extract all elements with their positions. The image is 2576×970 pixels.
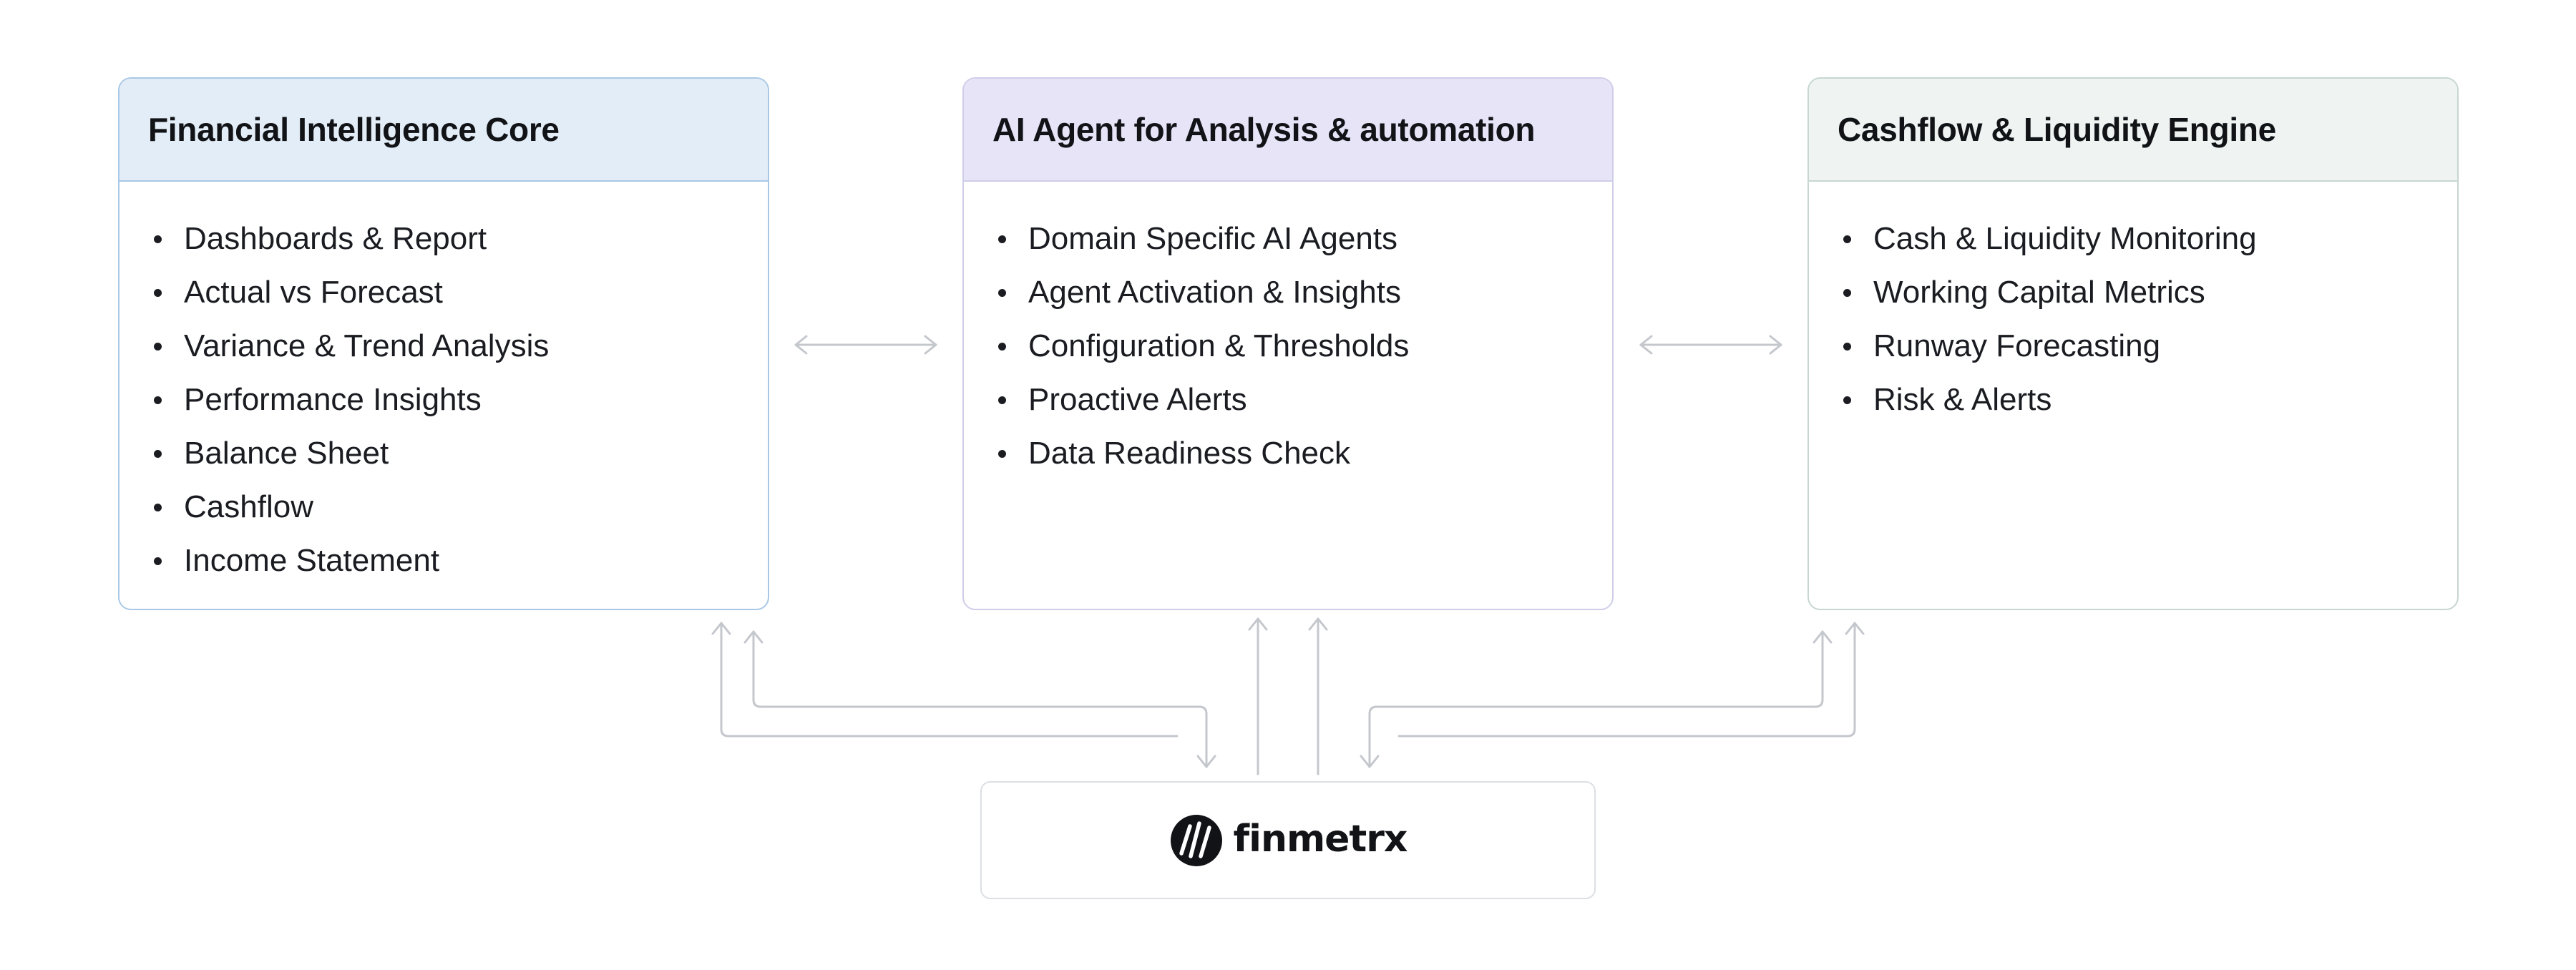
arrow-middle-card-to-logo — [1308, 617, 1328, 775]
arrow-logo-to-left-card — [711, 622, 1179, 738]
card-item-list: Domain Specific AI Agents Agent Activati… — [964, 182, 1612, 480]
finmetrx-logo-box: finmetrx — [980, 781, 1596, 899]
list-item: Working Capital Metrics — [1838, 265, 2457, 319]
card-title: AI Agent for Analysis & automation — [964, 79, 1612, 182]
list-item: Configuration & Thresholds — [992, 319, 1612, 373]
card-item-list: Dashboards & Report Actual vs Forecast V… — [119, 182, 768, 587]
list-item: Proactive Alerts — [992, 373, 1612, 426]
card-title: Financial Intelligence Core — [119, 79, 768, 182]
list-item: Income Statement — [148, 534, 768, 587]
list-item: Variance & Trend Analysis — [148, 319, 768, 373]
arrow-right-card-to-logo — [1360, 630, 1833, 768]
arrow-logo-to-right-card — [1397, 622, 1865, 738]
list-item: Runway Forecasting — [1838, 319, 2457, 373]
bidirectional-arrow-middle-right — [1639, 335, 1782, 355]
list-item: Cashflow — [148, 480, 768, 534]
list-item: Actual vs Forecast — [148, 265, 768, 319]
card-cashflow-liquidity-engine: Cashflow & Liquidity Engine Cash & Liqui… — [1807, 77, 2459, 610]
card-title: Cashflow & Liquidity Engine — [1809, 79, 2457, 182]
list-item: Data Readiness Check — [992, 426, 1612, 480]
card-ai-agent: AI Agent for Analysis & automation Domai… — [962, 77, 1614, 610]
list-item: Domain Specific AI Agents — [992, 212, 1612, 265]
bidirectional-arrow-left-middle — [794, 335, 937, 355]
card-financial-intelligence-core: Financial Intelligence Core Dashboards &… — [118, 77, 769, 610]
list-item: Cash & Liquidity Monitoring — [1838, 212, 2457, 265]
finmetrx-logo-icon — [1170, 814, 1222, 866]
list-item: Dashboards & Report — [148, 212, 768, 265]
list-item: Balance Sheet — [148, 426, 768, 480]
arrow-logo-to-middle-card — [1248, 617, 1268, 775]
card-item-list: Cash & Liquidity Monitoring Working Capi… — [1809, 182, 2457, 426]
list-item: Agent Activation & Insights — [992, 265, 1612, 319]
list-item: Risk & Alerts — [1838, 373, 2457, 426]
arrow-left-card-to-logo — [743, 630, 1216, 768]
list-item: Performance Insights — [148, 373, 768, 426]
finmetrx-logo-text: finmetrx — [1233, 817, 1408, 861]
